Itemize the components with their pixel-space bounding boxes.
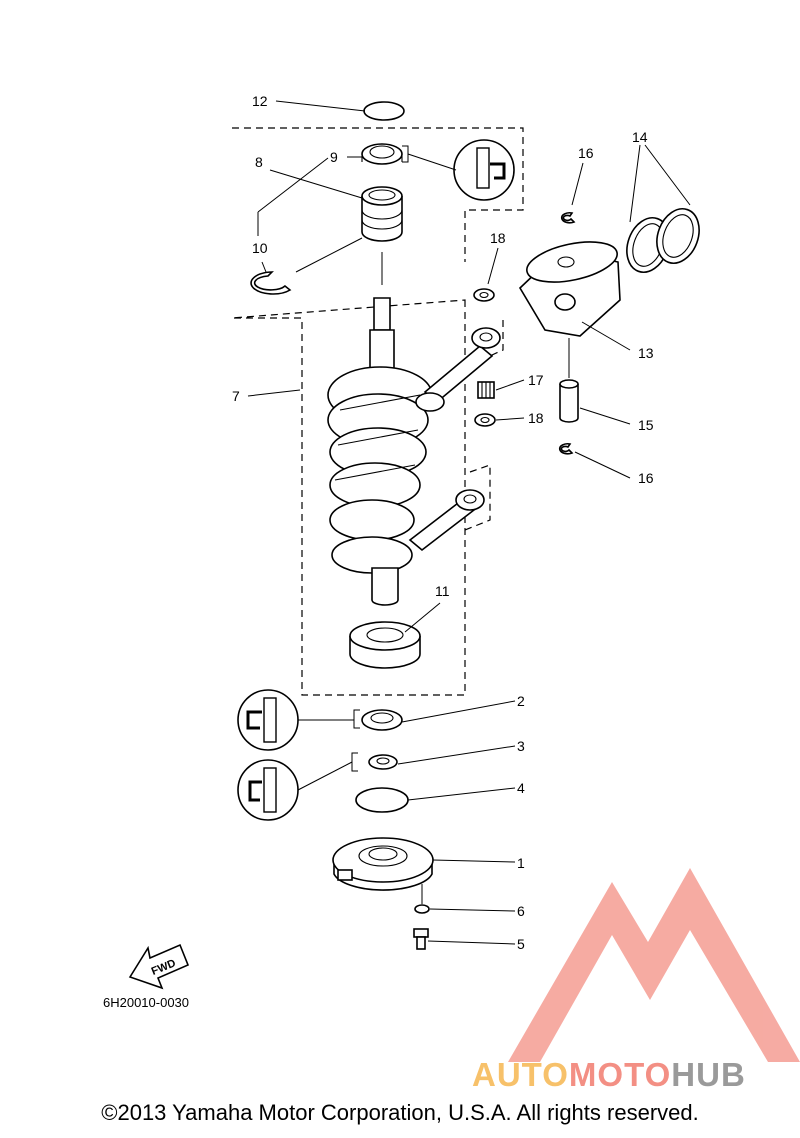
- o-ring-housing: [355, 787, 409, 813]
- leader-lines: [247, 100, 691, 945]
- piston-pin-clip-lower: [558, 442, 574, 455]
- callout-3: 3: [517, 738, 525, 754]
- callout-15: 15: [638, 417, 654, 433]
- callout-5: 5: [517, 936, 525, 952]
- callout-12: 12: [252, 93, 268, 109]
- piston-pin-clip-upper: [560, 211, 576, 224]
- oil-seal-top: [361, 143, 409, 165]
- callout-18-lower: 18: [528, 410, 544, 426]
- piston: [518, 241, 621, 337]
- callout-7: 7: [232, 388, 240, 404]
- callout-1: 1: [517, 855, 525, 871]
- connecting-rod-upper: [415, 327, 501, 412]
- callout-8: 8: [255, 154, 263, 170]
- callout-13: 13: [638, 345, 654, 361]
- lubricant-grease-icon: [237, 689, 354, 751]
- lower-bearing-housing: [332, 837, 434, 891]
- callout-17: 17: [528, 372, 544, 388]
- washer-lower: [474, 413, 496, 427]
- watermark-hub: HUB: [671, 1056, 746, 1093]
- callout-2: 2: [517, 693, 525, 709]
- copyright-notice: ©2013 Yamaha Motor Corporation, U.S.A. A…: [101, 1100, 699, 1125]
- callout-16-upper: 16: [578, 145, 594, 161]
- diagram-reference-code: 6H20010-0030: [103, 995, 190, 1010]
- piston-pin: [559, 379, 579, 423]
- fwd-arrow-icon: FWD: [128, 943, 190, 990]
- callout-9: 9: [330, 149, 338, 165]
- callout-18-upper: 18: [490, 230, 506, 246]
- callout-10: 10: [252, 240, 268, 256]
- callout-14: 14: [632, 129, 648, 145]
- callout-11: 11: [435, 583, 450, 599]
- callout-16-lower: 16: [638, 470, 654, 486]
- ball-bearing: [349, 621, 421, 669]
- washer-upper: [473, 288, 495, 302]
- watermark-text: AUTOMOTOHUB: [472, 1056, 746, 1094]
- lubricant-grease-icon: [407, 139, 515, 201]
- circlip-crank: [250, 271, 292, 295]
- crankshaft: [327, 297, 433, 606]
- callout-4: 4: [517, 780, 525, 796]
- conrod-outline-lower: [464, 464, 491, 531]
- needle-bearing: [361, 186, 403, 242]
- lubricant-grease-icon: [237, 759, 353, 821]
- callout-numbers: 1 2 3 4 5 6 7 8 9 10 11 12 13 14 15 16 1…: [232, 93, 654, 952]
- oil-seal-2: [353, 709, 403, 731]
- watermark-auto: AUTO: [472, 1056, 569, 1093]
- washer-bolt: [414, 904, 430, 914]
- small-needle-bearing: [477, 381, 495, 399]
- automotohub-logo-icon: [508, 868, 800, 1062]
- watermark-moto: MOTO: [568, 1056, 672, 1093]
- o-ring-top: [363, 101, 405, 121]
- oil-seal-3: [351, 752, 398, 772]
- crankshaft-assembly-outline: [231, 127, 524, 696]
- bolt: [413, 928, 429, 950]
- piston-ring-2: [656, 208, 700, 264]
- callout-6: 6: [517, 903, 525, 919]
- connecting-rod-lower: [408, 489, 485, 552]
